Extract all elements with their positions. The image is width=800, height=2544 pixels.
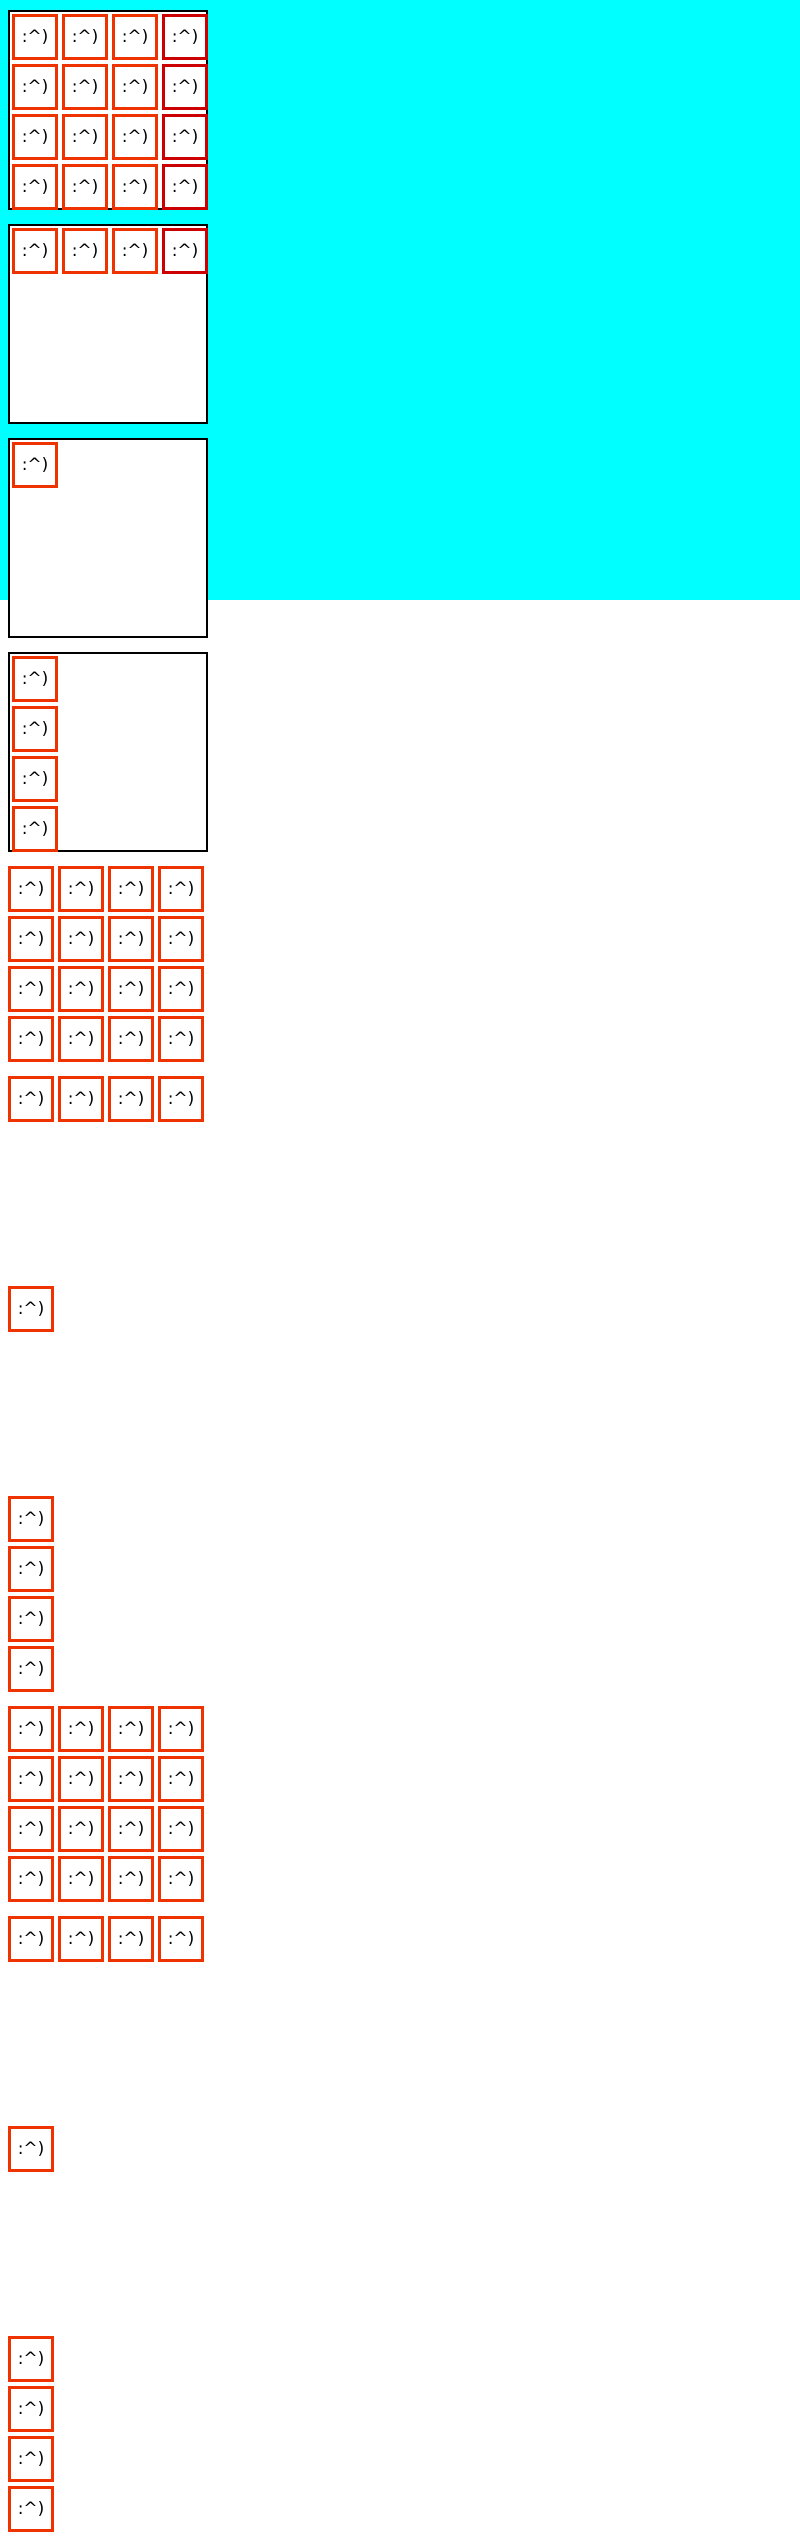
smiley-cell: :^) xyxy=(62,14,108,60)
smiley-cell: :^) xyxy=(158,1756,204,1802)
smiley-cell: :^) xyxy=(8,966,54,1012)
smiley-cell: :^) xyxy=(12,228,58,274)
smiley-cell: :^) xyxy=(158,916,204,962)
smiley-cell: :^) xyxy=(12,656,58,702)
smiley-cell: :^) xyxy=(108,1856,154,1902)
smiley-cell: :^) xyxy=(8,1496,54,1542)
bordered-box: :^) xyxy=(8,438,208,638)
smiley-cell: :^) xyxy=(58,1916,104,1962)
smiley-cell: :^) xyxy=(112,114,158,160)
smiley-cell: :^) xyxy=(158,966,204,1012)
smiley-cell: :^) xyxy=(58,1706,104,1752)
smiley-cell: :^) xyxy=(162,164,208,210)
bordered-box: :^):^):^):^):^):^):^):^):^):^):^):^):^):… xyxy=(8,10,208,210)
smiley-cell: :^) xyxy=(58,1076,104,1122)
smiley-cell: :^) xyxy=(58,1756,104,1802)
smiley-cell: :^) xyxy=(158,1856,204,1902)
smiley-cell: :^) xyxy=(12,706,58,752)
smiley-cell: :^) xyxy=(8,1546,54,1592)
smiley-cell: :^) xyxy=(8,1806,54,1852)
smiley-cell: :^) xyxy=(108,1916,154,1962)
smiley-cell: :^) xyxy=(58,1806,104,1852)
smiley-cell: :^) xyxy=(158,1016,204,1062)
smiley-cell: :^) xyxy=(108,1076,154,1122)
smiley-cell: :^) xyxy=(112,164,158,210)
smiley-cell: :^) xyxy=(108,1806,154,1852)
smiley-cell: :^) xyxy=(8,1756,54,1802)
smiley-cell: :^) xyxy=(8,916,54,962)
smiley-cell: :^) xyxy=(112,64,158,110)
smiley-cell: :^) xyxy=(108,1756,154,1802)
smiley-cell: :^) xyxy=(12,442,58,488)
smiley-cell: :^) xyxy=(108,1016,154,1062)
smiley-cell: :^) xyxy=(162,114,208,160)
smiley-cell: :^) xyxy=(62,114,108,160)
smiley-cell: :^) xyxy=(158,1076,204,1122)
smiley-cell: :^) xyxy=(8,866,54,912)
smiley-cell: :^) xyxy=(12,64,58,110)
smiley-cell: :^) xyxy=(8,2126,54,2172)
smiley-cell: :^) xyxy=(158,1806,204,1852)
smiley-cell: :^) xyxy=(112,228,158,274)
smiley-cell: :^) xyxy=(8,1646,54,1692)
smiley-cell: :^) xyxy=(12,164,58,210)
smiley-cell: :^) xyxy=(108,966,154,1012)
smiley-cell: :^) xyxy=(8,2486,54,2532)
smiley-cell: :^) xyxy=(108,866,154,912)
smiley-cell: :^) xyxy=(8,1076,54,1122)
smiley-cell: :^) xyxy=(8,1286,54,1332)
smiley-cell: :^) xyxy=(162,14,208,60)
smiley-cell: :^) xyxy=(62,228,108,274)
smiley-cell: :^) xyxy=(58,1016,104,1062)
smiley-cell: :^) xyxy=(158,1706,204,1752)
smiley-cell: :^) xyxy=(8,2336,54,2382)
smiley-cell: :^) xyxy=(158,1916,204,1962)
smiley-cell: :^) xyxy=(58,866,104,912)
smiley-cell: :^) xyxy=(162,228,208,274)
smiley-cell: :^) xyxy=(12,806,58,852)
smiley-cell: :^) xyxy=(112,14,158,60)
smiley-cell: :^) xyxy=(58,916,104,962)
smiley-cell: :^) xyxy=(8,2386,54,2432)
bordered-box: :^):^):^):^) xyxy=(8,224,208,424)
smiley-cell: :^) xyxy=(8,1856,54,1902)
smiley-cell: :^) xyxy=(8,1596,54,1642)
bordered-box: :^):^):^):^) xyxy=(8,652,208,852)
smiley-cell: :^) xyxy=(62,164,108,210)
smiley-cell: :^) xyxy=(58,966,104,1012)
smiley-cell: :^) xyxy=(12,114,58,160)
smiley-cell: :^) xyxy=(8,1016,54,1062)
smiley-cell: :^) xyxy=(12,756,58,802)
smiley-cell: :^) xyxy=(8,2436,54,2482)
smiley-cell: :^) xyxy=(62,64,108,110)
smiley-cell: :^) xyxy=(58,1856,104,1902)
smiley-cell: :^) xyxy=(8,1706,54,1752)
smiley-cell: :^) xyxy=(8,1916,54,1962)
smiley-cell: :^) xyxy=(158,866,204,912)
smiley-cell: :^) xyxy=(108,1706,154,1752)
smiley-cell: :^) xyxy=(162,64,208,110)
smiley-cell: :^) xyxy=(108,916,154,962)
smiley-cell: :^) xyxy=(12,14,58,60)
